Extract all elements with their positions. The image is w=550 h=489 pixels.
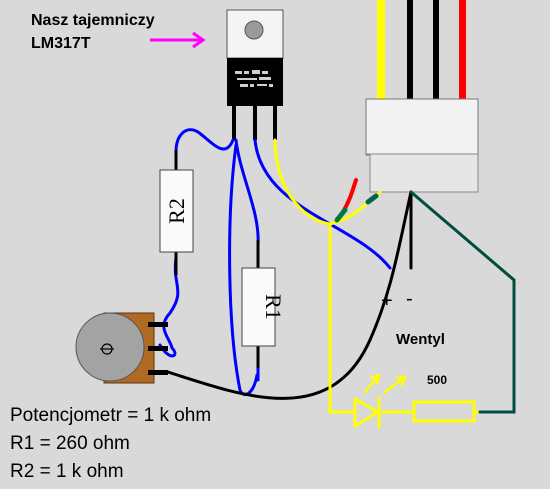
resistor-r1: R1 [241,240,286,368]
fan-wire-red [459,0,466,100]
blue-wires [158,128,392,396]
magenta-arrow [150,31,206,49]
legend-potentiometer: Potencjometr = 1 k ohm [10,405,211,426]
black-wires [166,190,413,400]
led [353,372,407,428]
r1-label: R1 [261,294,286,320]
pot-pin-2 [148,346,168,351]
lm317t-regulator [226,9,284,140]
fan-label: Wentyl [396,331,445,348]
annotation-line2: LM317T [31,35,91,52]
legend-r1: R1 = 260 ohm [10,433,130,454]
regulator-marking [235,70,273,87]
green-connector-tip [365,193,379,205]
fan-wire-black-1 [407,0,413,100]
fan-wires [377,0,466,100]
regulator-mount-hole [244,20,264,40]
resistor-500-label: 500 [427,373,447,387]
potentiometer [75,312,168,384]
regulator-pin-in [273,106,277,140]
resistor-500: 500 [412,373,476,423]
fan-wire-yellow [377,0,385,100]
fan-minus-sign: - [406,288,413,310]
regulator-pin-out [253,106,257,140]
regulator-pin-adj [232,106,236,140]
legend-r2: R2 = 1 k ohm [10,461,124,482]
fan-connector [365,98,479,193]
fan-wire-black-2 [433,0,439,100]
r2-label: R2 [164,198,189,224]
annotation-line1: Nasz tajemniczy [31,12,155,29]
pot-pin-1 [148,322,168,327]
led-light-arrows [363,372,407,394]
red-wire-link [334,178,358,223]
pot-knob [75,312,145,382]
resistor-r2: R2 [159,150,194,275]
fan-plus-sign: + [381,290,393,312]
legend: Potencjometr = 1 k ohm R1 = 260 ohm R2 =… [10,405,211,482]
dark-green-wire [409,190,516,414]
fan-labels: + - Wentyl [381,288,445,348]
annotation: Nasz tajemniczy LM317T [31,12,206,52]
regulator-body [227,58,283,106]
pot-pin-3 [148,370,168,375]
